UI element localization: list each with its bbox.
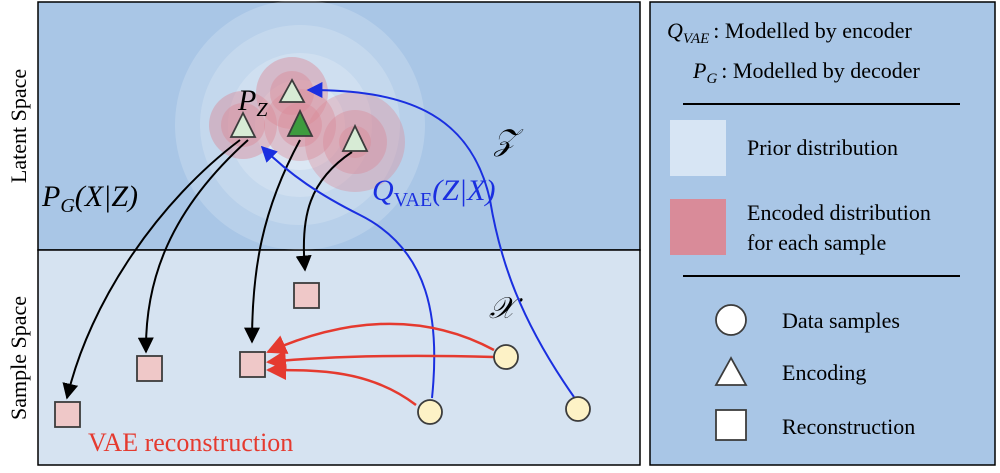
legend-encoded-label-1: Encoded distribution bbox=[747, 200, 931, 225]
decoder-arrow-2 bbox=[137, 139, 249, 354]
reconstruction-square bbox=[293, 282, 320, 309]
recon-arrow-1 bbox=[266, 322, 495, 354]
reconstruction-square bbox=[136, 355, 163, 382]
legend-reconstruction-marker bbox=[715, 409, 747, 441]
latent-space-label: Latent Space bbox=[6, 69, 31, 183]
legend-encoded-swatch bbox=[670, 199, 726, 255]
encoder-arrow-2 bbox=[260, 145, 436, 399]
decoder-arrow-4 bbox=[295, 151, 353, 272]
decoder-arrow-1 bbox=[62, 139, 241, 400]
reconstructions bbox=[54, 282, 320, 428]
encoder-arrow-1 bbox=[306, 82, 575, 398]
recon-arrow-3 bbox=[266, 360, 417, 406]
legend-encoded-label-2: for each sample bbox=[747, 230, 886, 255]
sample-space-label: Sample Space bbox=[6, 296, 31, 420]
data-sample-circle bbox=[493, 344, 519, 370]
legend-encoding-marker bbox=[714, 356, 748, 386]
decoder-arrow-3 bbox=[244, 139, 301, 344]
reconstruction-arrows bbox=[266, 322, 495, 406]
legend-reconstruction-label: Reconstruction bbox=[782, 414, 915, 439]
encoded-distributions bbox=[209, 57, 405, 192]
reconstruction-square bbox=[239, 351, 266, 378]
encoding-triangle-active bbox=[286, 108, 314, 137]
encoding-triangle bbox=[341, 123, 369, 152]
encoding-triangle bbox=[229, 110, 257, 138]
reconstruction-square bbox=[54, 401, 81, 428]
data-sample-circle bbox=[417, 399, 443, 425]
encodings bbox=[229, 78, 369, 152]
legend-encoding-label: Encoding bbox=[782, 360, 866, 385]
legend-pg-line: PG: Modelled by decoder bbox=[692, 58, 921, 87]
legend-prior-label: Prior distribution bbox=[747, 135, 898, 160]
legend-qvae-line: QVAE: Modelled by encoder bbox=[667, 18, 912, 47]
encoding-triangle bbox=[278, 78, 306, 103]
encoder-arrows bbox=[260, 82, 575, 399]
legend-data-samples-label: Data samples bbox=[782, 308, 900, 333]
pg-label: PG(X|Z) bbox=[41, 180, 138, 217]
data-sample-circle bbox=[565, 396, 591, 422]
latent-space-panel bbox=[37, 1, 641, 251]
data-samples bbox=[417, 344, 591, 425]
q-vae-label: QVAE(Z|X) bbox=[372, 174, 495, 211]
pz-label: PZ bbox=[237, 84, 268, 121]
legend-data-sample-marker bbox=[715, 304, 747, 336]
legend-prior-swatch bbox=[670, 120, 726, 176]
vae-reconstruction-label: VAE reconstruction bbox=[88, 428, 293, 457]
recon-arrow-2 bbox=[266, 350, 495, 371]
decoder-arrows bbox=[62, 139, 353, 400]
